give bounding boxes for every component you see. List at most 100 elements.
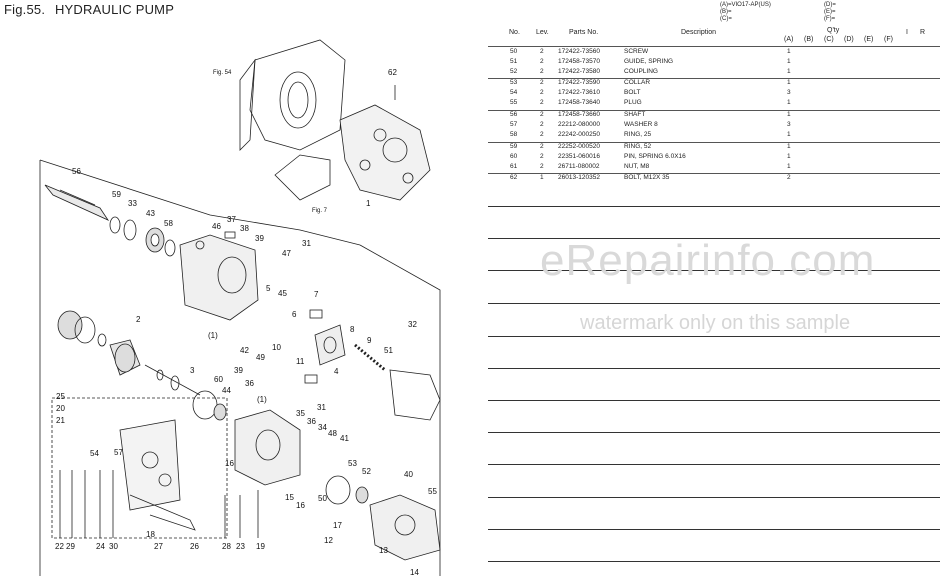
svg-text:34: 34 — [318, 423, 327, 432]
svg-text:45: 45 — [278, 289, 287, 298]
svg-text:59: 59 — [112, 190, 121, 199]
svg-text:43: 43 — [146, 209, 155, 218]
header-col-b: (B) — [804, 36, 814, 43]
svg-text:53: 53 — [348, 459, 357, 468]
svg-text:18: 18 — [146, 530, 155, 539]
blank-rule — [488, 303, 940, 304]
header-col-e: (E) — [864, 36, 874, 43]
header-col-i: I — [906, 29, 908, 36]
svg-text:2: 2 — [136, 315, 141, 324]
svg-text:38: 38 — [240, 224, 249, 233]
svg-text:37: 37 — [227, 215, 236, 224]
svg-text:31: 31 — [317, 403, 326, 412]
svg-text:20: 20 — [56, 404, 65, 413]
watermark-main: eRepairinfo.com — [540, 236, 876, 285]
header-col-c: (C) — [824, 36, 834, 43]
svg-text:39: 39 — [255, 234, 264, 243]
blank-rule — [488, 561, 940, 562]
svg-text:62: 62 — [388, 68, 397, 77]
svg-text:26: 26 — [190, 542, 199, 551]
row-group-rule — [488, 142, 940, 143]
svg-text:51: 51 — [384, 346, 393, 355]
svg-text:9: 9 — [367, 336, 372, 345]
svg-text:47: 47 — [282, 249, 291, 258]
figure-title: Fig.55. HYDRAULIC PUMP — [4, 2, 180, 17]
svg-text:14: 14 — [410, 568, 419, 576]
svg-text:30: 30 — [109, 542, 118, 551]
variant-f: (F)= — [824, 16, 836, 22]
svg-text:25: 25 — [56, 392, 65, 401]
figure-number: Fig.55. — [4, 2, 46, 17]
diagram-callouts: 62 56 59 33 43 58 46 38 39 31 47 5 45 2 … — [55, 68, 437, 577]
header-col-r: R — [920, 29, 926, 36]
header-col-d: (D) — [844, 36, 854, 43]
blank-rule — [488, 497, 940, 498]
variant-c: (C)= — [720, 16, 732, 22]
variant-e: (E)= — [824, 9, 836, 15]
svg-text:56: 56 — [72, 167, 81, 176]
svg-text:8: 8 — [350, 325, 355, 334]
header-qty: Q'ty — [827, 27, 840, 34]
svg-text:54: 54 — [90, 449, 99, 458]
header-col-f: (F) — [884, 36, 893, 43]
svg-text:50: 50 — [318, 494, 327, 503]
exploded-diagram: 62 56 59 33 43 58 46 38 39 31 47 5 45 2 … — [39, 39, 441, 577]
svg-text:3: 3 — [190, 366, 195, 375]
svg-text:46: 46 — [212, 222, 221, 231]
svg-text:33: 33 — [128, 199, 137, 208]
header-rule — [488, 46, 940, 47]
svg-text:36: 36 — [307, 417, 316, 426]
svg-text:32: 32 — [408, 320, 417, 329]
header-parts-no: Parts No. — [569, 29, 599, 36]
svg-text:49: 49 — [256, 353, 265, 362]
header-no: No. — [509, 29, 520, 36]
variant-d: (D)= — [824, 2, 836, 8]
header-description: Description — [681, 29, 717, 36]
svg-text:16: 16 — [296, 501, 305, 510]
svg-text:36: 36 — [245, 379, 254, 388]
blank-rule — [488, 368, 940, 369]
blank-rule — [488, 270, 940, 271]
svg-text:17: 17 — [333, 521, 342, 530]
svg-text:41: 41 — [340, 434, 349, 443]
svg-text:60: 60 — [214, 375, 223, 384]
svg-text:(1): (1) — [257, 395, 267, 404]
svg-text:7: 7 — [314, 290, 319, 299]
variant-a: (A)=VIO17-AP(US) — [720, 2, 771, 8]
hydraulic-pump-drawing: 62 56 59 33 43 58 46 38 39 31 47 5 45 2 … — [39, 39, 441, 577]
svg-text:11: 11 — [296, 357, 305, 366]
svg-text:48: 48 — [328, 429, 337, 438]
svg-text:29: 29 — [66, 542, 75, 551]
svg-text:23: 23 — [236, 542, 245, 551]
row-group-rule — [488, 110, 940, 111]
svg-text:55: 55 — [428, 487, 437, 496]
svg-text:15: 15 — [285, 493, 294, 502]
svg-text:57: 57 — [114, 448, 123, 457]
svg-text:35: 35 — [296, 409, 305, 418]
blank-rule — [488, 529, 940, 530]
svg-text:39: 39 — [234, 366, 243, 375]
svg-text:40: 40 — [404, 470, 413, 479]
blank-rule — [488, 432, 940, 433]
svg-text:19: 19 — [256, 542, 265, 551]
svg-text:44: 44 — [222, 386, 231, 395]
svg-text:12: 12 — [324, 536, 333, 545]
row-group-rule — [488, 78, 940, 79]
svg-text:42: 42 — [240, 346, 249, 355]
variant-b: (B)= — [720, 9, 732, 15]
svg-text:10: 10 — [272, 343, 281, 352]
header-col-a: (A) — [784, 36, 794, 43]
parts-table-header: No. Lev. Parts No. Description Q'ty (A) … — [488, 27, 940, 47]
